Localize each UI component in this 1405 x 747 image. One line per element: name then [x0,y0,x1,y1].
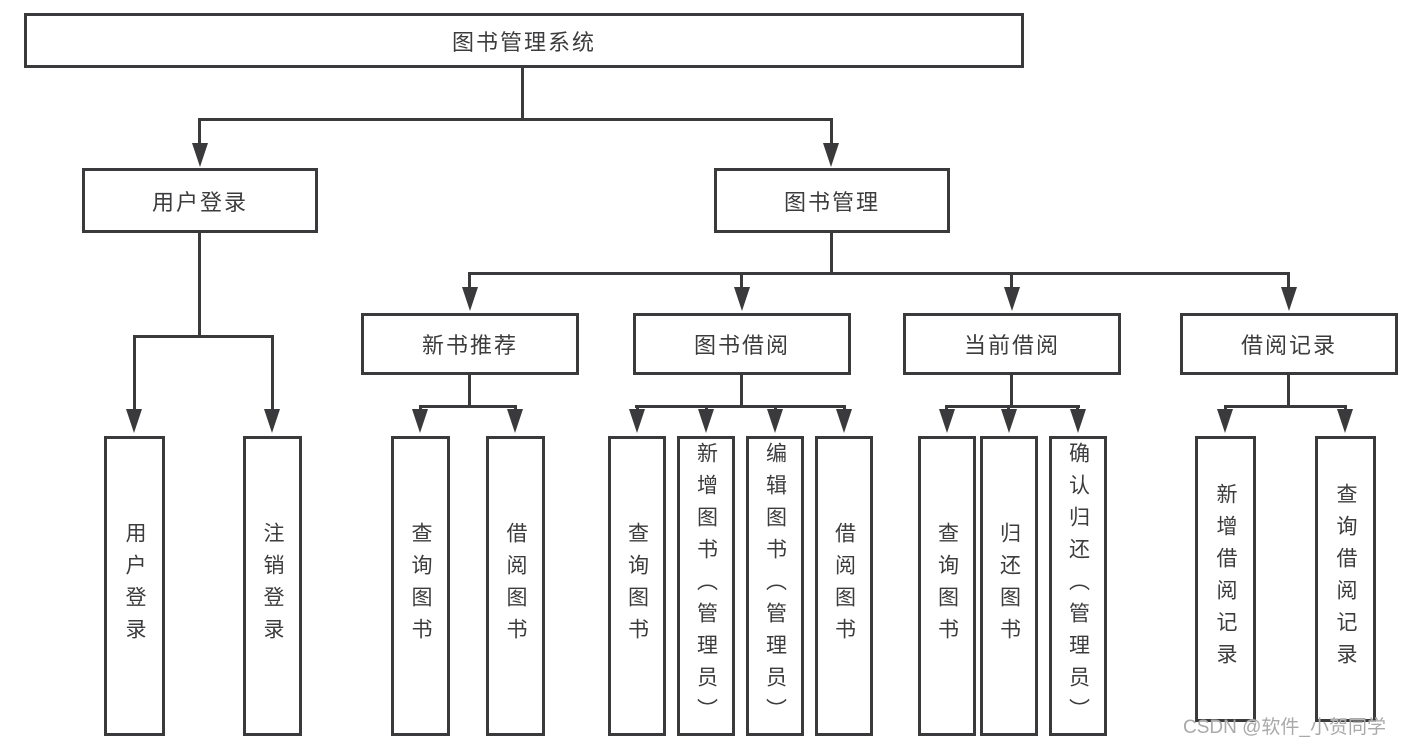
arrowhead-icon [823,143,839,167]
connector-user-login-bar [133,335,274,338]
node-new-book-recommend-label: 新书推荐 [421,333,518,358]
arrowhead-icon [836,409,852,433]
arrowhead-icon [939,409,955,433]
leaf-query-books-recommend-label: 查询图书 [409,522,432,650]
leaf-return-book: 归还图书 [980,436,1038,736]
leaf-add-book-admin: 新增图书（管理员） [677,436,735,736]
node-user-login: 用户登录 [82,168,318,233]
leaf-query-books-recommend: 查询图书 [391,436,450,736]
leaf-logout: 注销登录 [243,436,302,736]
leaf-add-borrow-record: 新增借阅记录 [1195,436,1256,722]
leaf-confirm-return-admin: 确认归还（管理员） [1049,436,1107,736]
connector-l3-drop [468,272,471,290]
connector-leaf-drop [271,335,274,411]
arrowhead-icon [412,409,428,433]
node-current-borrow-label: 当前借阅 [963,333,1060,358]
arrowhead-icon [767,409,783,433]
arrowhead-icon [1217,409,1233,433]
connector-root-stem [521,67,524,119]
connector-user-login-stem [198,233,201,337]
node-new-book-recommend: 新书推荐 [361,313,579,375]
node-root: 图书管理系统 [24,13,1024,68]
arrowhead-icon [126,409,142,433]
arrowhead-icon [462,287,478,311]
leaf-borrow-books-recommend: 借阅图书 [486,436,545,736]
connector-new-rec-bar [419,405,517,408]
connector-current-borrow-stem [1010,374,1013,407]
leaf-query-books-borrow: 查询图书 [608,436,666,736]
connector-l3-drop [740,272,743,290]
leaf-edit-book-admin-label: 编辑图书（管理员） [763,442,787,730]
leaf-add-book-admin-label: 新增图书（管理员） [694,442,718,730]
leaf-borrow-books-label: 借阅图书 [832,522,856,650]
arrowhead-icon [1001,409,1017,433]
arrowhead-icon [1070,409,1086,433]
connector-records-bar [1224,405,1347,408]
node-user-login-label: 用户登录 [151,189,248,215]
arrowhead-icon [192,143,208,167]
arrowhead-icon [1004,287,1020,311]
leaf-add-borrow-record-label: 新增借阅记录 [1214,483,1237,675]
leaf-user-login-label: 用户登录 [123,522,146,650]
connector-book-borrow-bar [635,405,845,408]
connector-leaf-drop [133,335,136,411]
connector-records-stem [1287,374,1290,407]
node-book-borrow: 图书借阅 [633,313,851,375]
leaf-edit-book-admin: 编辑图书（管理员） [746,436,804,736]
connector-new-rec-stem [468,374,471,407]
leaf-return-book-label: 归还图书 [997,522,1021,650]
connector-l3-drop [1010,272,1013,290]
arrowhead-icon [698,409,714,433]
connector-root-bar [199,118,833,121]
node-borrow-records: 借阅记录 [1180,313,1398,375]
leaf-query-borrow-record: 查询借阅记录 [1315,436,1376,722]
arrowhead-icon [264,409,280,433]
arrowhead-icon [734,287,750,311]
leaf-confirm-return-admin-label: 确认归还（管理员） [1066,442,1090,730]
node-book-management-label: 图书管理 [783,189,880,215]
connector-current-borrow-bar [945,405,1080,408]
node-book-management: 图书管理 [714,168,950,233]
leaf-user-login: 用户登录 [104,436,165,736]
arrowhead-icon [629,409,645,433]
node-borrow-records-label: 借阅记录 [1240,333,1337,358]
watermark: CSDN @软件_小贺同学 [1183,717,1386,738]
arrowhead-icon [1281,287,1297,311]
leaf-query-books-borrow-label: 查询图书 [625,522,649,650]
leaf-query-books-current-label: 查询图书 [935,522,959,650]
connector-book-borrow-stem [740,374,743,407]
leaf-borrow-books: 借阅图书 [815,436,873,736]
arrowhead-icon [507,409,523,433]
leaf-query-books-current: 查询图书 [918,436,976,736]
connector-l3-drop [1287,272,1290,290]
leaf-query-borrow-record-label: 查询借阅记录 [1334,483,1357,675]
node-root-label: 图书管理系统 [451,29,596,55]
connector-user-login-drop [198,118,201,146]
node-current-borrow: 当前借阅 [903,313,1121,375]
arrowhead-icon [1337,409,1353,433]
leaf-borrow-books-recommend-label: 借阅图书 [504,522,527,650]
connector-book-mgmt-stem [830,233,833,274]
node-book-borrow-label: 图书借阅 [693,333,790,358]
leaf-logout-label: 注销登录 [261,522,284,650]
connector-book-mgmt-bar [468,272,1290,275]
connector-book-mgmt-drop [830,118,833,146]
